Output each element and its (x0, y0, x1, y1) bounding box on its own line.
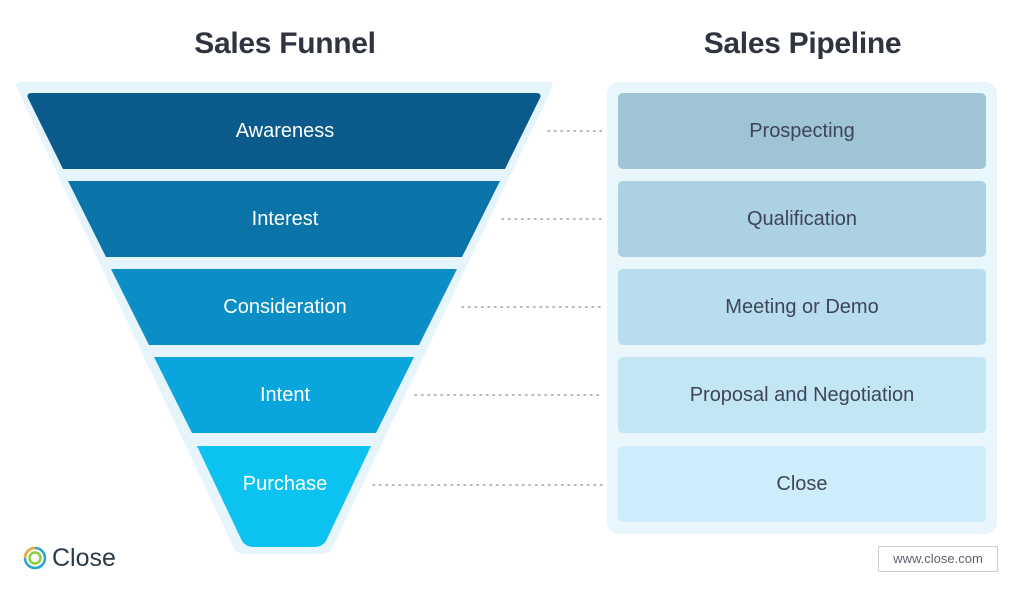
funnel-title: Sales Funnel (194, 27, 376, 60)
pipeline-stage-meeting-or-demo: Meeting or Demo (618, 269, 986, 345)
close-logo: Close (22, 543, 116, 573)
funnel-band-purchase (197, 446, 371, 547)
funnel-stage-purchase-label: Purchase (242, 473, 328, 495)
funnel-band-interest (68, 181, 500, 257)
funnel-stage-consideration-label: Consideration (223, 296, 347, 318)
funnel-stage-interest-label: Interest (251, 208, 319, 230)
pipeline-title: Sales Pipeline (703, 27, 902, 60)
website-url[interactable]: www.close.com (878, 546, 998, 572)
pipeline-stage-prospecting: Prospecting (618, 93, 986, 169)
funnel-band-awareness (27, 93, 541, 169)
pipeline-stage-qualification: Qualification (618, 181, 986, 257)
funnel-band-consideration (111, 269, 457, 345)
funnel-stage-intent-label: Intent (259, 384, 311, 406)
funnel-band-intent (154, 357, 414, 433)
logo-text: Close (52, 543, 116, 572)
pipeline-stage-proposal-and-negotiation: Proposal and Negotiation (618, 357, 986, 433)
funnel-stage-awareness-label: Awareness (235, 120, 335, 142)
close-logo-icon (23, 546, 47, 570)
pipeline-stage-close: Close (618, 446, 986, 522)
